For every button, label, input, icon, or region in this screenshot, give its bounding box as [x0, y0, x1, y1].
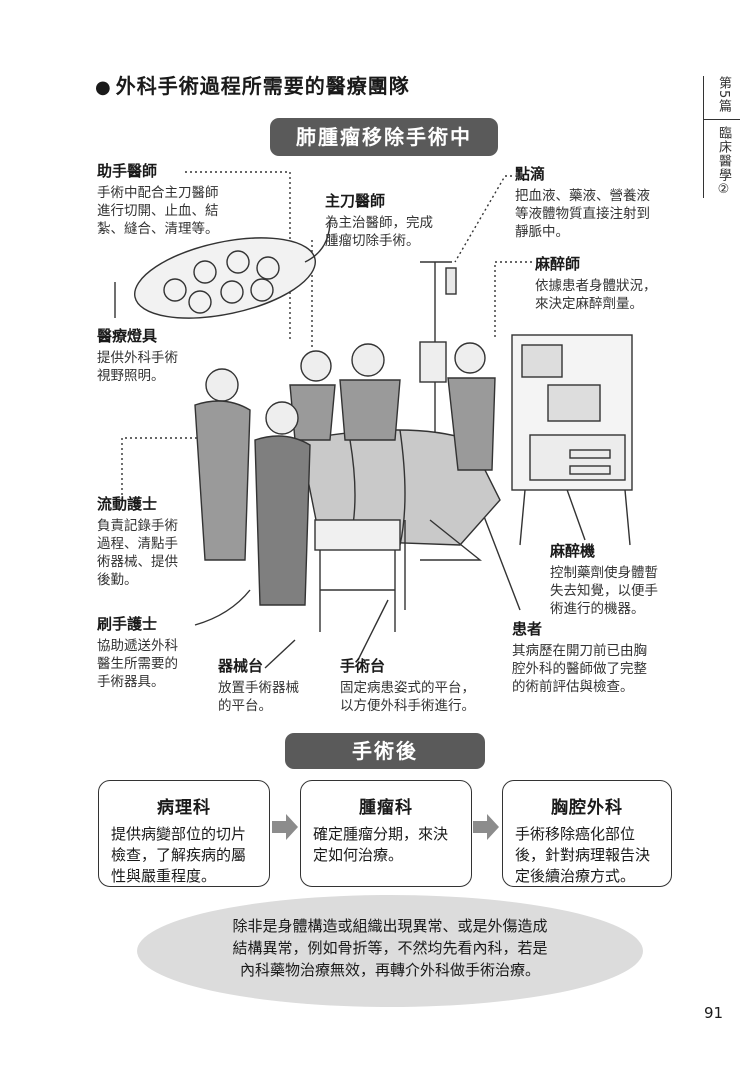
- label-anesthesia-machine: 麻醉機 控制藥劑使身體暫 失去知覺，以便手 術進行的機器。: [550, 540, 658, 618]
- step-thoracic-surgery: 胸腔外科 手術移除癌化部位 後，針對病理報告決 定後續治療方式。: [502, 780, 672, 887]
- side-tab-section: 臨床醫學②: [716, 126, 731, 199]
- step-pathology-title: 病理科: [157, 798, 211, 818]
- label-assistant-surgeon: 助手醫師 手術中配合主刀醫師 進行切開、止血、結 紮、縫合、清理等。: [97, 160, 219, 238]
- note-ellipse: [137, 895, 643, 1007]
- label-patient: 患者 其病歷在開刀前已由胸 腔外科的醫師做了完整 的術前評估與檢查。: [512, 618, 647, 696]
- arrow-right-icon: [272, 814, 298, 840]
- label-iv-drip-title: 點滴: [515, 165, 546, 183]
- banner-during-surgery: 肺腫瘤移除手術中: [270, 118, 498, 156]
- side-tab-divider: [704, 119, 740, 121]
- step-thoracic-surgery-title: 胸腔外科: [551, 798, 623, 818]
- step-pathology: 病理科 提供病變部位的切片 檢查，了解疾病的屬 性與嚴重程度。: [98, 780, 270, 887]
- label-chief-surgeon-title: 主刀醫師: [325, 192, 386, 210]
- step-pathology-desc: 提供病變部位的切片 檢查，了解疾病的屬 性與嚴重程度。: [111, 825, 247, 885]
- side-tab-part: 第5篇: [716, 76, 731, 114]
- step-thoracic-surgery-desc: 手術移除癌化部位 後，針對病理報告決 定後續治療方式。: [515, 825, 651, 885]
- label-instrument-table-desc: 放置手術器械 的平台。: [218, 680, 299, 714]
- label-operating-table-desc: 固定病患姿式的平台， 以方便外科手術進行。: [340, 680, 475, 714]
- label-scrub-nurse: 刷手護士 協助遞送外科 醫生所需要的 手術器具。: [97, 613, 178, 691]
- label-iv-drip-desc: 把血液、藥液、營養液 等液體物質直接注射到 靜脈中。: [515, 188, 650, 240]
- page-number: 91: [704, 1004, 724, 1022]
- label-surgical-lamp-desc: 提供外科手術 視野照明。: [97, 350, 178, 384]
- leader-drip: [454, 175, 512, 263]
- note-text: 除非是身體構造或組織出現異常、或是外傷造成 結構異常，例如骨折等，不然均先看內科…: [232, 917, 548, 979]
- label-chief-surgeon-desc: 為主治醫師，完成 腫瘤切除手術。: [325, 215, 433, 249]
- label-assistant-surgeon-desc: 手術中配合主刀醫師 進行切開、止血、結 紮、縫合、清理等。: [97, 185, 219, 237]
- step-oncology: 腫瘤科 確定腫瘤分期，來決 定如何治療。: [300, 780, 472, 887]
- label-operating-table: 手術台 固定病患姿式的平台， 以方便外科手術進行。: [340, 655, 475, 715]
- label-anesthetist-title: 麻醉師: [535, 255, 581, 273]
- label-surgical-lamp-title: 醫療燈具: [97, 327, 158, 345]
- label-assistant-surgeon-title: 助手醫師: [97, 162, 158, 180]
- label-anesthetist: 麻醉師 依據患者身體狀況， 來決定麻醉劑量。: [535, 253, 657, 313]
- heading-bullet: ●: [95, 77, 112, 98]
- page-heading: ●外科手術過程所需要的醫療團隊: [95, 70, 410, 99]
- label-circulating-nurse-desc: 負責記錄手術 過程、清點手 術器械、提供 後勤。: [97, 518, 178, 588]
- label-anesthesia-machine-title: 麻醉機: [550, 542, 596, 560]
- step-oncology-title: 腫瘤科: [359, 798, 413, 818]
- label-instrument-table-title: 器械台: [218, 657, 264, 675]
- operating-room-illustration: [114, 171, 633, 669]
- label-scrub-nurse-desc: 協助遞送外科 醫生所需要的 手術器具。: [97, 638, 178, 690]
- leader-instrument-table: [264, 639, 296, 669]
- leader-circulating: [121, 437, 200, 500]
- banner-after-surgery: 手術後: [285, 733, 485, 769]
- arrow-right-icon: [473, 814, 499, 840]
- label-operating-table-title: 手術台: [340, 657, 386, 675]
- label-instrument-table: 器械台 放置手術器械 的平台。: [218, 655, 299, 715]
- label-circulating-nurse-title: 流動護士: [97, 495, 158, 513]
- label-iv-drip: 點滴 把血液、藥液、營養液 等液體物質直接注射到 靜脈中。: [515, 163, 650, 241]
- label-patient-title: 患者: [512, 620, 543, 638]
- leader-anesthetist: [494, 261, 532, 340]
- label-chief-surgeon: 主刀醫師 為主治醫師，完成 腫瘤切除手術。: [325, 190, 433, 250]
- label-anesthesia-machine-desc: 控制藥劑使身體暫 失去知覺，以便手 術進行的機器。: [550, 565, 658, 617]
- label-anesthetist-desc: 依據患者身體狀況， 來決定麻醉劑量。: [535, 278, 657, 312]
- side-tab: 第5篇 臨床醫學②: [703, 76, 742, 199]
- step-oncology-desc: 確定腫瘤分期，來決 定如何治療。: [313, 825, 449, 864]
- heading-text: 外科手術過程所需要的醫療團隊: [115, 74, 410, 98]
- label-surgical-lamp: 醫療燈具 提供外科手術 視野照明。: [97, 325, 178, 385]
- label-scrub-nurse-title: 刷手護士: [97, 615, 158, 633]
- leader-operating-table: [357, 599, 389, 661]
- label-patient-desc: 其病歷在開刀前已由胸 腔外科的醫師做了完整 的術前評估與檢查。: [512, 643, 647, 695]
- label-circulating-nurse: 流動護士 負責記錄手術 過程、清點手 術器械、提供 後勤。: [97, 493, 178, 589]
- leader-scrub: [194, 589, 251, 626]
